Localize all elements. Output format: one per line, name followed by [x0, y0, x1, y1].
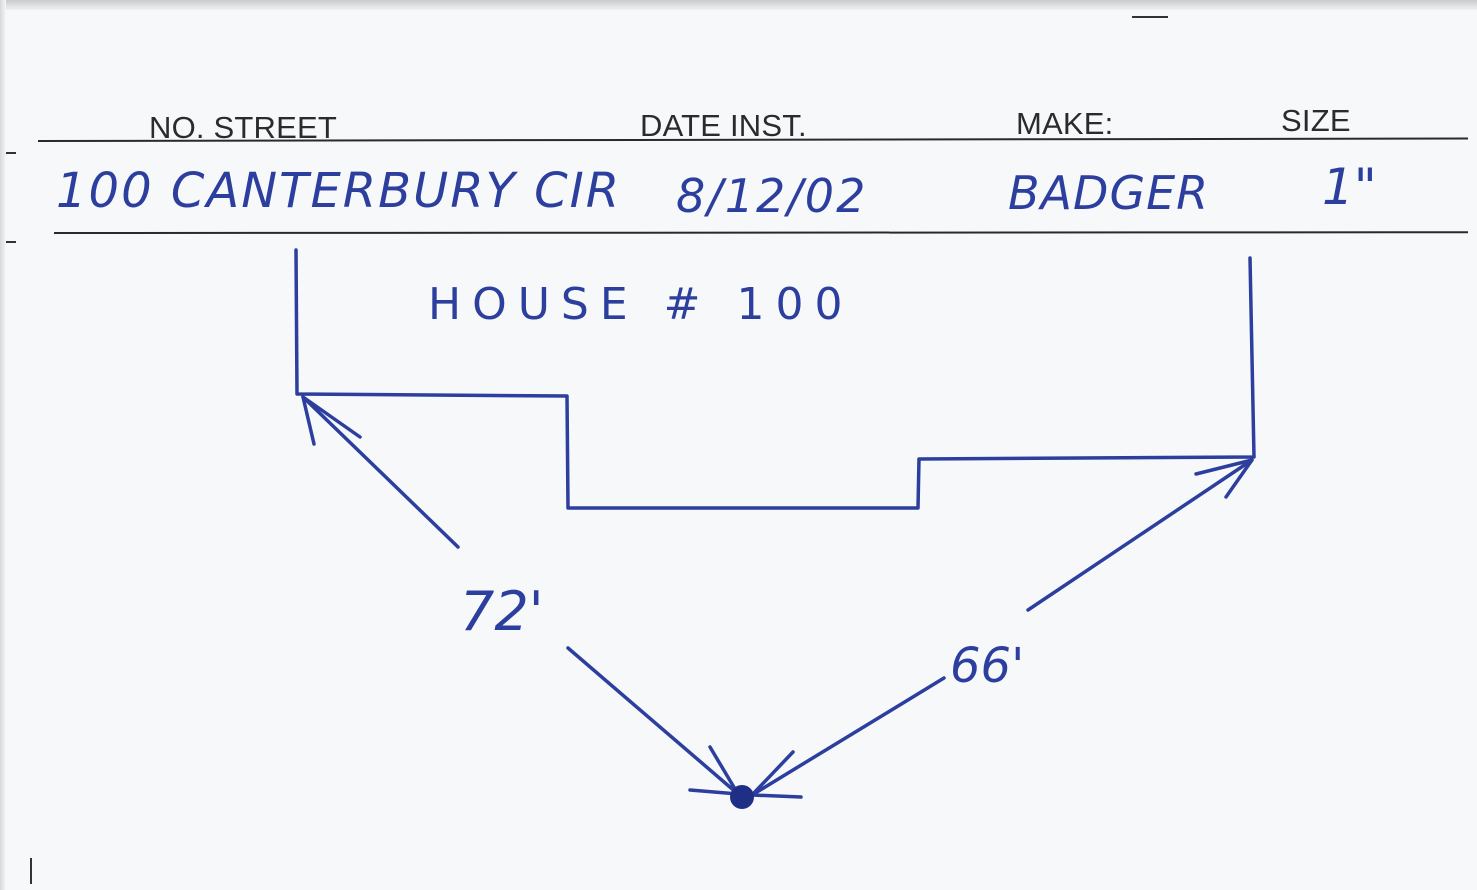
entry-date: 8/12/02: [676, 169, 868, 223]
house-outline: [294, 248, 1256, 510]
header-make: MAKE:: [1016, 106, 1114, 141]
card-tick-bottom-left: [30, 858, 32, 884]
header-date-installed: DATE INST.: [640, 108, 807, 143]
entry-street: 100 CANTERBURY CIR: [56, 163, 622, 219]
distance-label-right: 66': [950, 638, 1025, 694]
arrowhead-house-left-corner: [301, 395, 362, 446]
house-number-label: HOUSE # 100: [428, 279, 854, 330]
card-tick-left-2: [6, 241, 16, 243]
header-street: NO. STREET: [149, 110, 338, 145]
scan-edge-left: [0, 0, 6, 890]
entry-make: BADGER: [1008, 166, 1210, 220]
measure-line-left-lower: [566, 646, 740, 796]
scan-edge-top: [0, 0, 1477, 10]
meter-location-dot: [730, 785, 754, 809]
measure-line-right-upper: [1026, 458, 1254, 612]
measure-line-right-lower: [750, 676, 946, 797]
arrowhead-house-right-corner: [1194, 458, 1254, 499]
measure-line-left-upper: [301, 395, 460, 549]
entry-size: 1": [1322, 158, 1377, 216]
header-size: SIZE: [1281, 103, 1351, 138]
card-tick-top: [1132, 16, 1168, 18]
card-tick-left-1: [6, 152, 16, 154]
distance-label-left: 72': [460, 580, 544, 643]
